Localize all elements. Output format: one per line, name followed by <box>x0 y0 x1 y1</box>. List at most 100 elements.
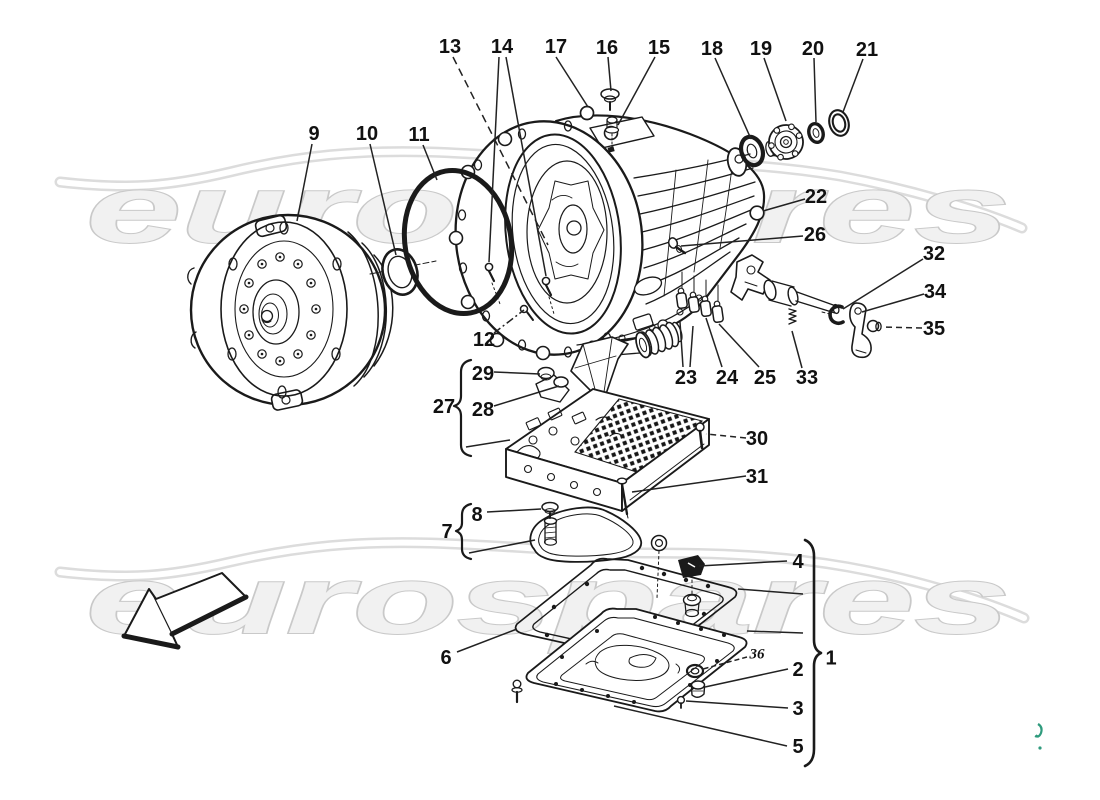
part-label-15: 15 <box>648 37 670 59</box>
converter-rim-holes <box>227 221 342 399</box>
leader-line-5 <box>613 705 788 747</box>
part-label-35: 35 <box>923 318 945 340</box>
leader-line-24 <box>705 317 723 368</box>
bolt-26 <box>667 237 687 255</box>
rod-collar-2 <box>787 286 799 306</box>
part-label-16: 16 <box>596 37 618 59</box>
leader-line-17 <box>555 56 589 108</box>
converter-face-inner <box>234 240 334 378</box>
leader-line-27 <box>465 439 511 448</box>
selector-rod-assembly <box>730 254 882 359</box>
lever-foot-line <box>855 349 867 354</box>
part-label-12: 12 <box>473 329 495 351</box>
part-label-11: 11 <box>408 124 429 146</box>
ring-20 <box>807 121 825 145</box>
fork-hole <box>746 265 756 275</box>
fitting-15 <box>604 116 620 148</box>
part-label-1: 1 <box>825 647 836 669</box>
oil-strainer <box>529 501 643 563</box>
part-label-27: 27 <box>433 396 455 418</box>
drain-washer-36 <box>685 663 705 679</box>
part-label-17: 17 <box>545 36 567 58</box>
part-label-21: 21 <box>856 39 878 61</box>
pin-30 <box>695 422 705 450</box>
leader-line-10 <box>369 143 397 256</box>
leader-line-group-1 <box>746 630 804 634</box>
o-ring-11 <box>401 167 515 317</box>
converter-rivets <box>239 252 321 366</box>
part-label-24: 24 <box>716 367 739 389</box>
leader-line-31 <box>631 475 747 493</box>
part-label-32: 32 <box>923 243 945 265</box>
brace-7 <box>454 502 473 561</box>
plug-22 <box>749 205 765 221</box>
part-label-6: 6 <box>440 647 451 669</box>
part-label-9: 9 <box>308 123 319 145</box>
bell-opening <box>504 133 622 335</box>
bushing <box>687 275 700 313</box>
part-label-2: 2 <box>792 659 803 681</box>
lever-34 <box>849 302 872 359</box>
part-label-25: 25 <box>754 367 776 389</box>
part-label-4: 4 <box>792 551 804 573</box>
rod-cylinder <box>768 280 795 307</box>
solenoid-29 <box>537 366 555 381</box>
seal-18 <box>738 134 766 168</box>
part-label-30: 30 <box>746 428 768 450</box>
leader-line-33 <box>791 330 803 369</box>
leader-line-14 <box>488 56 500 263</box>
brace-1 <box>803 538 823 768</box>
centerline <box>369 260 437 275</box>
part-label-14: 14 <box>491 36 514 58</box>
leader-line-13 <box>452 56 549 246</box>
direction-arrow <box>121 572 249 650</box>
housing-lug <box>632 313 654 331</box>
leader-line-23 <box>679 321 684 368</box>
part-label-23: 23 <box>675 367 697 389</box>
nut-35 <box>866 319 882 333</box>
valve-body-side <box>621 418 710 512</box>
pan-boss <box>682 579 702 618</box>
pan-interior <box>560 633 705 701</box>
part-label-20: 20 <box>802 38 824 60</box>
leader-line-16 <box>607 56 612 92</box>
selector-fork <box>730 254 771 301</box>
leader-line-11 <box>422 144 438 181</box>
part-label-18: 18 <box>701 38 723 60</box>
leader-line-28 <box>493 385 560 407</box>
drain-plug-2 <box>690 680 706 698</box>
valve-body-detail <box>515 407 625 464</box>
leader-line-14 <box>505 56 547 277</box>
leader-line-20 <box>813 57 817 123</box>
leader-line-7 <box>468 539 536 554</box>
bolt-14b <box>541 276 555 315</box>
part-label-5: 5 <box>792 736 803 758</box>
leader-line-6 <box>456 628 518 653</box>
strainer-plate <box>529 506 643 563</box>
leader-line-3 <box>685 700 789 709</box>
washer-grommet <box>650 534 668 599</box>
bushing <box>711 284 724 323</box>
leader-line-32 <box>842 258 924 310</box>
part-label-34: 34 <box>924 281 947 303</box>
gearbox-housing <box>448 88 850 361</box>
suction-funnel <box>570 336 629 395</box>
part-label-33: 33 <box>796 367 818 389</box>
suction-bellows <box>611 321 683 359</box>
washer-32 <box>828 304 845 326</box>
converter-edge-bumps <box>187 267 197 349</box>
leader-line-19 <box>763 57 787 122</box>
flange-19 <box>765 123 804 161</box>
part-label-28: 28 <box>472 399 494 421</box>
leader-line-2 <box>704 668 789 688</box>
plug-8 <box>541 501 559 519</box>
ring-21 <box>828 109 850 137</box>
breather-16 <box>600 88 620 111</box>
bushing <box>675 271 688 309</box>
leader-line-35 <box>881 326 923 329</box>
pilot-shade <box>261 319 272 324</box>
leader-line-34 <box>861 293 925 313</box>
part-label-7: 7 <box>441 521 452 543</box>
breather-port <box>607 146 615 153</box>
